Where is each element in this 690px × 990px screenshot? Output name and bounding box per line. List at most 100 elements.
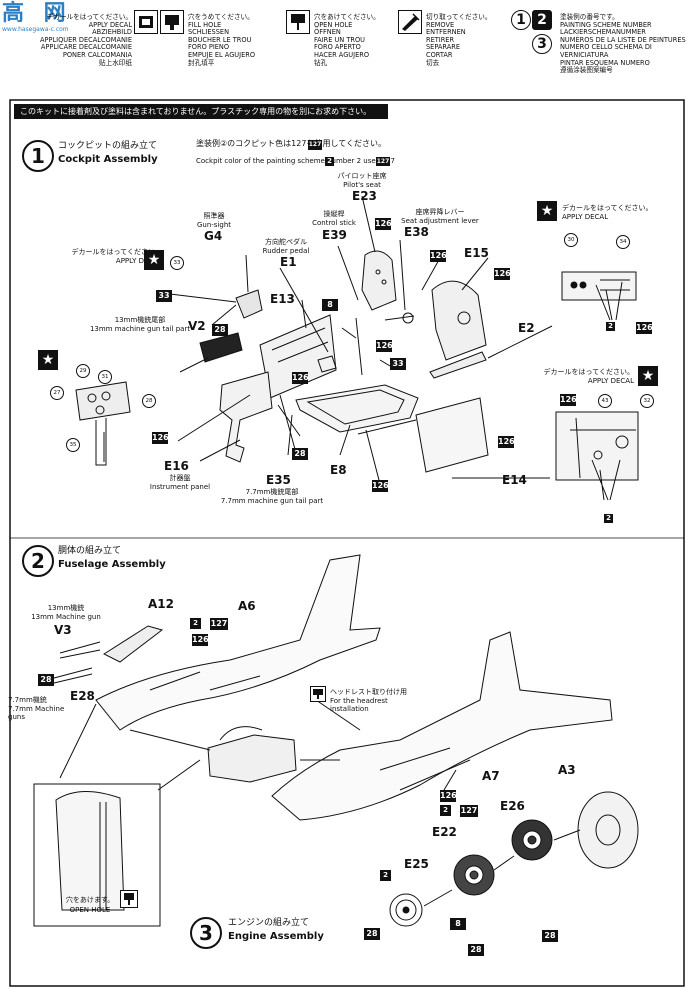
step1-title-jp: コックピットの組み立て xyxy=(58,141,158,151)
note-color-127: 127 xyxy=(376,157,390,166)
step2-number: 2 xyxy=(22,545,54,577)
color-126-right-top: 126 xyxy=(636,322,653,334)
fill-hole-icon xyxy=(160,10,184,34)
color-28-engine-b: 28 xyxy=(468,944,484,956)
part-E1: E1 xyxy=(280,255,297,269)
decal-icon xyxy=(134,10,158,34)
color-28-engine-c: 28 xyxy=(542,930,558,942)
legend-remove: 切り取ってください。 REMOVE ENTFERNEN RETIRER SEPA… xyxy=(426,13,492,67)
step1-title-en: Cockpit Assembly xyxy=(58,154,158,165)
scheme-2-a6: 2 xyxy=(190,618,201,629)
label-open-hole-jp: 穴をあけます。 xyxy=(65,896,115,904)
decal-35: 35 xyxy=(66,438,80,452)
color-33-sight: 33 xyxy=(156,290,172,302)
scheme-2-right-top: 2 xyxy=(606,322,615,331)
part-A12: A12 xyxy=(148,597,174,611)
scheme-number-icon-2: 2 xyxy=(532,10,552,30)
legend-open-hole: 穴をあけてください。 OPEN HOLE ÖFFNEN FAIRE UN TRO… xyxy=(314,13,380,67)
part-A3: A3 xyxy=(558,763,576,777)
part-E28: E28 xyxy=(70,689,95,703)
step2-title-jp: 胴体の組み立て xyxy=(58,546,122,556)
part-G4: G4 xyxy=(204,229,223,243)
legend-apply-decal: デカールをはってください。 APPLY DECAL ABZIEHBILD APP… xyxy=(39,13,132,67)
label-control-stick: 操縦桿 Control stick xyxy=(312,210,356,227)
part-A6: A6 xyxy=(238,599,256,613)
scheme-2-a7: 2 xyxy=(440,805,451,816)
part-E22: E22 xyxy=(432,825,457,839)
color-126-e15: 126 xyxy=(494,268,511,280)
part-V3: V3 xyxy=(54,623,72,637)
color-126-right-bottom: 126 xyxy=(560,394,577,406)
legend-scheme: 塗装例の番号です。 PAINTING SCHEME NUMBER LACKIER… xyxy=(560,13,686,75)
step1-number: 1 xyxy=(22,140,54,172)
open-hole-icon xyxy=(286,10,310,34)
color-126-stick: 126 xyxy=(376,340,393,352)
label-apply-decal-right-top: デカールをはってください。 APPLY DECAL xyxy=(562,204,653,221)
watermark-text: 高 网 xyxy=(2,1,72,26)
label-apply-decal-right-bottom: デカールをはってください。 APPLY DECAL xyxy=(543,368,634,385)
part-E26: E26 xyxy=(500,799,525,813)
color-33-stick: 33 xyxy=(390,358,406,370)
color-8: 8 xyxy=(322,299,338,311)
color-28-engine-a: 28 xyxy=(364,928,380,940)
label-headrest: ヘッドレスト取り付け用 For the headrest installatio… xyxy=(330,688,407,713)
color-126-a7: 126 xyxy=(440,790,457,802)
part-E8: E8 xyxy=(330,463,347,477)
color-126-floor: 126 xyxy=(292,372,309,384)
decal-28: 28 xyxy=(142,394,156,408)
star-icon-left: ★ xyxy=(144,250,164,270)
label-13mm-gun-tail: 13mm機銃尾部 13mm machine gun tail part xyxy=(89,316,191,333)
step2-title-en: Fuselage Assembly xyxy=(58,559,166,570)
open-hole-icon-headrest xyxy=(310,686,326,702)
step1-note-jp: 塗装例②のコクピット色は127を使用してください。 xyxy=(196,139,386,148)
star-icon-panel: ★ xyxy=(38,350,58,370)
part-E23: E23 xyxy=(352,189,377,203)
part-E39: E39 xyxy=(322,228,347,242)
watermark-url: www.hasegawa-c.com xyxy=(2,26,69,33)
color-126-a6: 126 xyxy=(192,634,209,646)
part-A7: A7 xyxy=(482,769,500,783)
label-77mm-gun-tail: 7.7mm機銃尾部 7.7mm machine gun tail part xyxy=(220,488,324,505)
color-126-e8: 126 xyxy=(372,480,389,492)
label-rudder-pedal: 方向舵ペダル Rudder pedal xyxy=(262,238,310,255)
color-126-e14: 126 xyxy=(498,436,515,448)
open-hole-icon-inset xyxy=(120,890,138,908)
warning-bar: このキットに接着剤及び塗料は含まれておりません。プラスチック専用の物を別にお求め… xyxy=(14,104,388,119)
part-E13: E13 xyxy=(270,292,295,306)
scheme-number-icon-3: 3 xyxy=(532,34,552,54)
part-E15: E15 xyxy=(464,246,489,260)
decal-30: 30 xyxy=(564,233,578,247)
legend-fill-hole: 穴をうめてください。 FILL HOLE SCHLIESSEN BOUCHER … xyxy=(188,13,256,67)
decal-33: 33 xyxy=(170,256,184,270)
color-8-engine: 8 xyxy=(450,918,466,930)
scheme-2-right-bottom: 2 xyxy=(604,514,613,523)
part-E16: E16 xyxy=(164,459,189,473)
step3-title-jp: エンジンの組み立て xyxy=(228,918,310,928)
label-gun-sight: 照準器 Gun-sight xyxy=(196,212,232,229)
color-28-guns: 28 xyxy=(38,674,54,686)
scheme-2-engine: 2 xyxy=(380,870,391,881)
decal-27: 27 xyxy=(50,386,64,400)
label-instrument-panel: 計器盤 Instrument panel xyxy=(149,474,211,491)
note-color-127-jp: 127 xyxy=(308,140,322,150)
step3-number: 3 xyxy=(190,917,222,949)
part-E25: E25 xyxy=(404,857,429,871)
label-open-hole-en: OPEN HOLE xyxy=(69,906,111,914)
star-icon-right-bottom: ★ xyxy=(638,366,658,386)
color-127-a6: 127 xyxy=(210,618,228,630)
part-V2: V2 xyxy=(188,319,206,333)
part-E14: E14 xyxy=(502,473,527,487)
color-126-seat: 126 xyxy=(375,218,392,230)
decal-32: 32 xyxy=(640,394,654,408)
star-icon-right-top: ★ xyxy=(537,201,557,221)
part-E2: E2 xyxy=(518,321,535,335)
label-77mm-guns: 7.7mm機銃 7.7mm Machine guns xyxy=(8,696,65,721)
color-126-e38: 126 xyxy=(430,250,447,262)
decal-43: 43 xyxy=(598,394,612,408)
step3-title-en: Engine Assembly xyxy=(228,931,324,942)
color-28-e35: 28 xyxy=(292,448,308,460)
color-127-a7: 127 xyxy=(460,805,478,817)
